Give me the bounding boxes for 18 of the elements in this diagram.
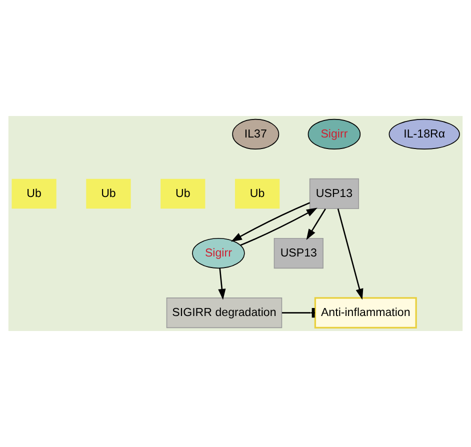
arrow [306,208,326,240]
node-box: USP13 [309,178,360,210]
node-ellipse: Sigirr [192,238,245,269]
label: Ub [250,188,265,200]
node-box: SIGIRR degradation [166,298,282,328]
arrow [218,268,226,300]
label: Ub [26,188,42,200]
node-ellipse: Sigirr [308,118,361,150]
label: Ub [175,188,190,200]
connector [282,308,315,318]
label: Ub [101,188,116,200]
arrow [240,208,318,246]
node-box: Anti-inflammation [314,297,417,329]
node-box: USP13 [274,238,324,269]
node-ellipse: IL-18Rα [388,118,460,150]
arrow [337,208,364,300]
node-ellipse: IL37 [232,118,280,150]
arrow [230,202,310,242]
